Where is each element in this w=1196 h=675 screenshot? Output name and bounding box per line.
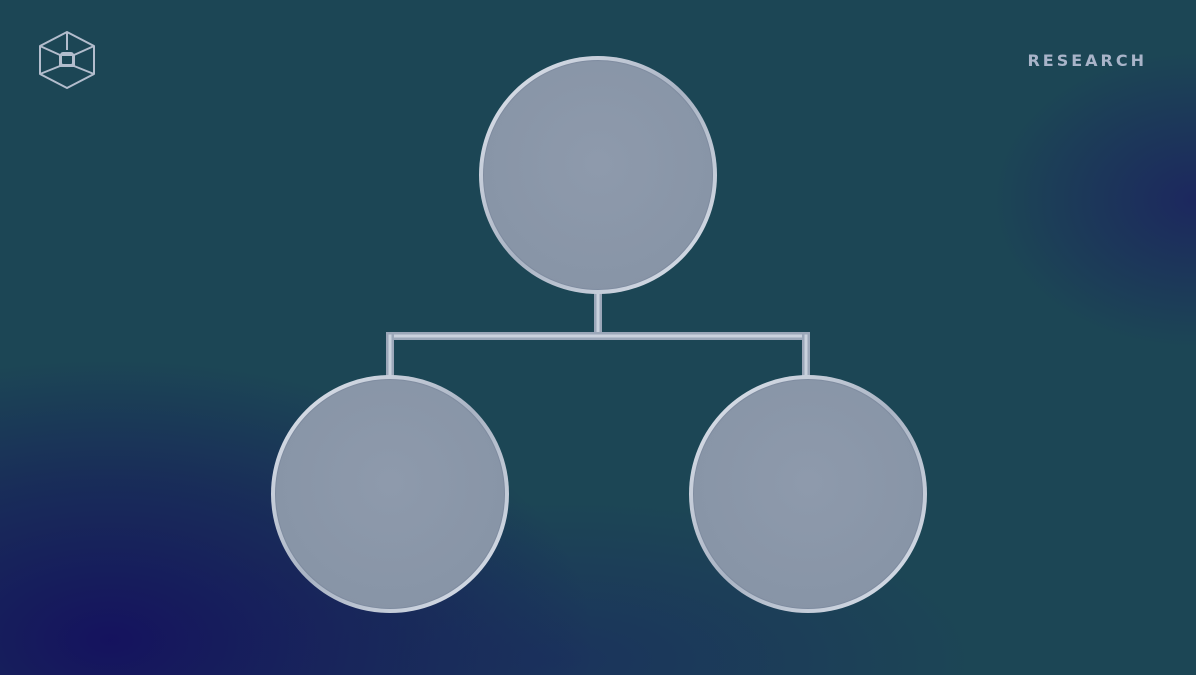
category-label: RESEARCH xyxy=(1027,51,1147,70)
connector-lines xyxy=(386,290,810,382)
tree-node-left-child xyxy=(271,375,509,613)
tree-node-right-child xyxy=(689,375,927,613)
tree-node-root xyxy=(479,56,717,294)
hexagon-cube-logo-icon xyxy=(38,30,98,90)
